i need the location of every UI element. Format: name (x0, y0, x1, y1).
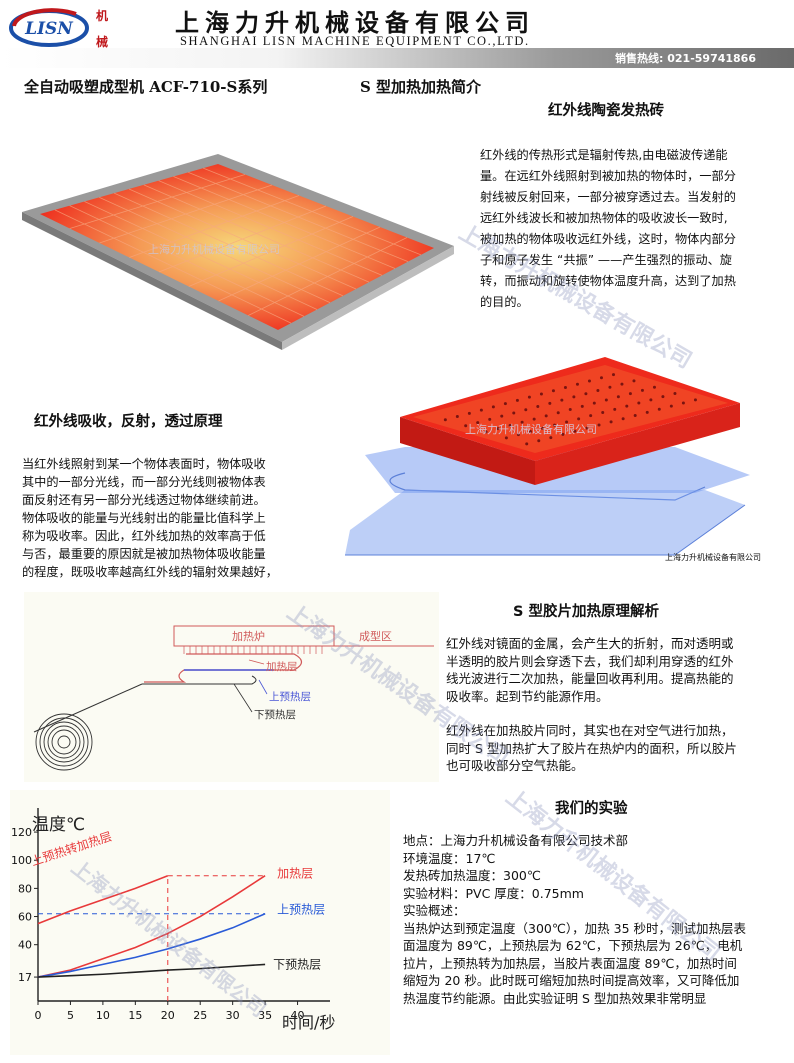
section2-line: 称为吸收率。因此，红外线加热的效率高于低 (22, 529, 266, 543)
series-label: 上预热层 (277, 903, 325, 917)
company-name-cn: 上海力升机械设备有限公司 (175, 8, 535, 37)
image2-watermark: 上海力升机械设备有限公司 (465, 422, 597, 436)
label-lower-preheat: 下预热层 (254, 708, 296, 721)
section3-p1-line: 线光波进行二次加热，能量回收再利用。提高热能的 (446, 671, 734, 686)
x-tick-label: 5 (67, 1009, 74, 1022)
section1-line: 量。在远红外线照射到被加热的物体时，一部分 (480, 169, 736, 183)
section4-line: 当热炉达到预定温度（300℃），加热 35 秒时，测试加热层表 (403, 920, 747, 936)
y-tick-label: 60 (18, 911, 32, 924)
section3-p1-line: 半透明的胶片则会穿透下去，我们却利用穿透的红外 (446, 653, 734, 669)
section4-line: 缩短为 20 秒。此时既可缩短加热时间提高效率，又可降低加 (403, 973, 740, 988)
series-line (37, 912, 266, 978)
x-tick-label: 15 (128, 1009, 142, 1022)
section1-line: 被加热的物体吸收远红外线，这时，物体内部分 (480, 232, 736, 246)
y-tick-label: 17 (18, 971, 32, 984)
section3-p2-line: 也可吸收部分空气热能。 (446, 758, 584, 773)
section4-line: 发热砖加热温度：300℃ (403, 868, 541, 883)
section1-line: 红外线的传热形式是辐射传热,由电磁波传递能 (480, 148, 728, 162)
x-tick-label: 0 (35, 1009, 42, 1022)
section2-text: 当红外线照射到某一个物体表面时，物体吸收其中的一部分光线，而一部分光线则被物体表… (22, 455, 322, 581)
s-type-diagram: 加热炉 成型区 加热层 上预热层 下预热层 (24, 592, 439, 782)
s-heater-film-image: 上海力升机械设备有限公司 上海力升机械设备有限公司 (345, 357, 761, 562)
label-heat-layer: 加热层 (266, 660, 298, 673)
section4-line: 实验材料：PVC 厚度：0.75mm (403, 885, 584, 901)
section1-text: 红外线的传热形式是辐射传热,由电磁波传递能量。在远红外线照射到被加热的物体时，一… (480, 145, 780, 313)
section2-line: 的程度，既吸收率越高红外线的辐射效果越好， (22, 565, 278, 579)
x-tick-label: 40 (291, 1009, 305, 1022)
machine-title: 全自动吸塑成型机 ACF-710-S系列 (24, 78, 268, 96)
logo-side-char-1: 机 (96, 9, 109, 23)
section3-p1-line: 吸收率。起到节约能源作用。 (446, 688, 609, 704)
section3-heading: S 型胶片加热原理解析 (513, 604, 659, 620)
x-tick-label: 30 (226, 1009, 240, 1022)
section3-p1-line: 红外线对镜面的金属，会产生大的折射，而对透明或 (446, 636, 734, 651)
image2-caption: 上海力升机械设备有限公司 (665, 552, 761, 562)
section2-heading: 红外线吸收，反射，透过原理 (34, 414, 223, 430)
x-tick-label: 35 (258, 1009, 272, 1022)
ceramic-heater-image: 上海力升机械设备有限公司 (22, 154, 454, 350)
section4-text: 地点：上海力升机械设备有限公司技术部环境温度：17℃ 发热砖加热温度：300℃ 实验… (403, 832, 788, 1007)
series-line (37, 875, 266, 978)
sales-hotline: 销售热线: 021-59741866 (615, 52, 756, 65)
section4-heading: 我们的实验 (555, 801, 628, 817)
header-bar (0, 48, 794, 68)
topic-title: S 型加热加热简介 (360, 78, 482, 96)
logo-text: LISN (24, 19, 74, 39)
section4-line: 地点：上海力升机械设备有限公司技术部 (403, 833, 629, 848)
y-tick-label: 80 (18, 882, 32, 895)
section1-line: 转，而振动和旋转使物体温度升高，达到了加热 (480, 274, 736, 288)
y-tick-label: 40 (18, 939, 32, 952)
x-tick-label: 25 (193, 1009, 207, 1022)
section3-p2-line: 红外线在加热胶片同时，其实也在对空气进行加热， (446, 723, 734, 738)
section2-line: 当红外线照射到某一个物体表面时，物体吸收 (22, 457, 266, 471)
section3-p2-line: 同时 S 型加热扩大了胶片在热炉内的面积，所以胶片 (446, 740, 737, 756)
series-label: 下预热层 (273, 957, 321, 971)
section4-line: 实验概述： (403, 903, 466, 918)
section4-line: 环境温度：17℃ (403, 850, 496, 866)
x-axis-label: 时间/秒 (282, 1013, 335, 1032)
logo-side-char-2: 械 (96, 35, 109, 49)
label-upper-preheat: 上预热层 (269, 690, 311, 703)
section4-line: 拉片，上预热转为加热层，当胶片表面温度 89℃，加热时间 (403, 955, 737, 971)
section2-line: 其中的一部分光线，而一部分光线则被物体表 (22, 475, 266, 489)
temperature-chart: 17 40 60 80 100 120 0 5 10 15 20 25 30 35 40 温度℃ 时间/秒 上预热… (10, 790, 390, 1055)
section1-line: 远红外线波长和被加热物体的吸收波长一致时, (480, 211, 728, 225)
x-tick-label: 20 (161, 1009, 175, 1022)
section4-line: 面温度为 89℃，上预热层为 62℃，下预热层为 26℃，电机 (403, 938, 743, 953)
y-tick-label: 100 (11, 854, 32, 867)
series-label: 加热层 (277, 867, 313, 881)
section1-line: 子和原子发生 “共振” ——产生强烈的振动、旋 (480, 253, 732, 267)
series-line (37, 963, 266, 978)
section1-line: 射线被反射回来，一部分被穿透过去。当发射的 (480, 190, 736, 204)
y-tick-label: 120 (11, 826, 32, 839)
section3-text-1: 红外线对镜面的金属，会产生大的折射，而对透明或半透明的胶片则会穿透下去，我们却利… (446, 635, 786, 705)
section2-line: 与否，最重要的原因就是被加热物体吸收能量 (22, 547, 266, 561)
image1-watermark: 上海力升机械设备有限公司 (148, 242, 280, 256)
series-line (37, 874, 169, 925)
section1-line: 的目的。 (480, 295, 529, 309)
section3-text-2: 红外线在加热胶片同时，其实也在对空气进行加热， 同时 S 型加热扩大了胶片在热炉内… (446, 722, 786, 775)
x-tick-label: 10 (96, 1009, 110, 1022)
section2-line: 物体吸收的能量与光线射出的能量比值科学上 (22, 511, 266, 525)
section2-line: 面反射还有另一部分光线透过物体继续前进。 (22, 493, 266, 507)
section1-heading: 红外线陶瓷发热砖 (548, 103, 664, 119)
label-forming-zone: 成型区 (359, 629, 392, 643)
y-axis-label: 温度℃ (32, 815, 85, 835)
section4-line: 热温度节约能源。由此实验证明 S 型加热效果非常明显 (403, 990, 707, 1006)
label-furnace: 加热炉 (232, 630, 265, 643)
company-name-en: SHANGHAI LISN MACHINE EQUIPMENT CO.,LTD. (180, 34, 530, 48)
company-logo: LISN (9, 8, 89, 47)
